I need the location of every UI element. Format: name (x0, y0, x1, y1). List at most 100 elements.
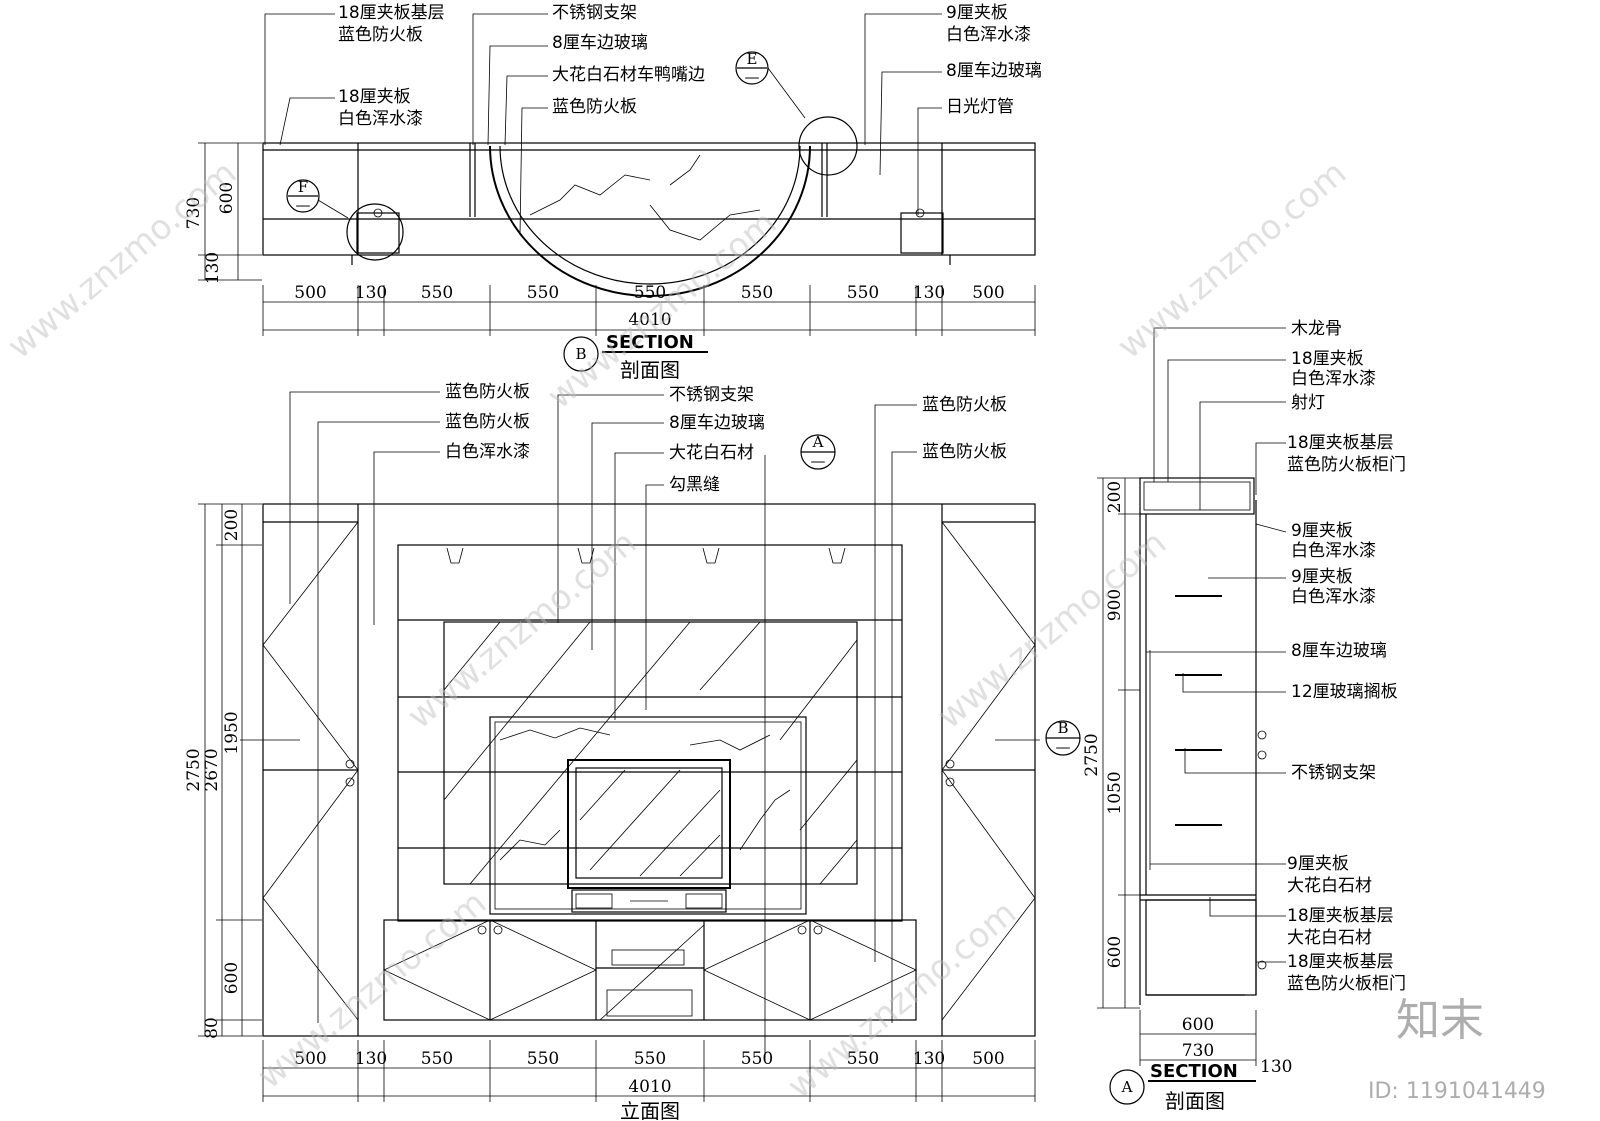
side-label-s1: 木龙骨 (1291, 319, 1342, 339)
side-dim-h600: 600 (1182, 1015, 1214, 1035)
plan-label-r1a: 9厘夹板 (946, 3, 1008, 23)
side-label-s8: 12厘玻璃搁板 (1291, 682, 1398, 702)
elev-dim-80: 80 (202, 1017, 222, 1039)
tv-base (571, 889, 727, 913)
tv-hatch-3 (639, 789, 721, 877)
marker-f-leader (317, 199, 349, 219)
plan-dim-600: 600 (217, 182, 237, 214)
elev-dim-seg-label-8: 500 (972, 1049, 1004, 1069)
side-top-box-inner (1143, 481, 1251, 511)
elev-label-d: 不锈钢支架 (669, 385, 754, 405)
cab-diamond-2 (489, 919, 597, 1021)
elev-label-f: 大花白石材 (669, 443, 754, 463)
elev-label-i: 蓝色防火板 (922, 442, 1007, 462)
glass-hatch-3 (469, 621, 691, 885)
watermark-id: ID: 1191041449 (1368, 1079, 1546, 1104)
tv-speaker-right (685, 893, 723, 909)
side-label-s5a: 9厘夹板 (1291, 521, 1353, 541)
elev-right-diamond-bot (941, 769, 1036, 1021)
watermark-text-7: www.znzmo.com (780, 893, 1024, 1107)
detail-circle-e (798, 116, 858, 176)
section-a-circle (1109, 1069, 1145, 1105)
side-dim-h130: 130 (1260, 1057, 1292, 1077)
spotlight-4 (828, 547, 846, 564)
plan-label-r1b: 白色浑水漆 (946, 25, 1031, 45)
cab-diamond-1 (383, 919, 491, 1021)
elevation-view: B — A — 蓝色防火板 蓝色防火板 白色浑水漆 不锈钢支架 8厘车边玻璃 大… (184, 382, 1081, 1121)
knob-3 (945, 759, 955, 769)
tv-hatch-2 (589, 769, 681, 871)
side-section-view: 木龙骨 18厘夹板 白色浑水漆 射灯 18厘夹板基层 蓝色防火板柜门 9厘夹板 … (1082, 319, 1406, 1113)
marker-b-letter: B (1057, 719, 1068, 737)
marble-vein-e4 (689, 734, 771, 751)
side-label-s6a: 9厘夹板 (1291, 567, 1353, 587)
side-label-s2b: 白色浑水漆 (1291, 369, 1376, 389)
side-dim-900: 900 (1105, 589, 1125, 621)
elev-label-a: 蓝色防火板 (445, 382, 530, 402)
av-device-1 (611, 949, 685, 966)
tv-speaker-left (575, 893, 613, 909)
cab-glass-hatch (599, 924, 705, 1021)
tv-hatch-1 (579, 769, 626, 821)
marble-panel-inner (494, 721, 802, 910)
side-leader-8 (1182, 673, 1286, 693)
elev-dim-2670: 2670 (202, 748, 222, 791)
knob-4 (945, 777, 955, 787)
side-leader-3 (1199, 401, 1286, 510)
side-label-s11a: 18厘夹板基层 (1287, 906, 1394, 926)
plan-dim-seg-label-5: 550 (741, 283, 773, 303)
plan-dim-seg-label-8: 500 (972, 283, 1004, 303)
side-lower-cabinet (1145, 899, 1257, 996)
marble-panel (489, 716, 807, 915)
elev-dim-seg-label-0: 500 (294, 1049, 326, 1069)
marble-vein-e1 (499, 727, 611, 741)
section-b-title: 剖面图 (620, 358, 680, 382)
side-label-s5b: 白色浑水漆 (1291, 541, 1376, 561)
plan-semicircle-inner (499, 145, 801, 285)
plan-dim-seg-label-1: 130 (355, 283, 387, 303)
elev-label-h: 蓝色防火板 (922, 395, 1007, 415)
cab-knob-4 (813, 925, 823, 935)
side-knob-1 (1257, 730, 1267, 740)
side-label-s10b: 大花白石材 (1287, 876, 1372, 896)
plan-lamp-right (900, 212, 944, 254)
plan-label-l2: 不锈钢支架 (552, 3, 637, 23)
plan-label-l1a: 18厘夹板基层 (338, 3, 445, 23)
side-label-s11b: 大花白石材 (1287, 928, 1372, 948)
elev-outline (262, 503, 1036, 1037)
plan-outline (262, 142, 1036, 256)
plan-dim-seg-label-6: 550 (847, 283, 879, 303)
lamp-symbol-right (915, 208, 925, 218)
side-dim-200: 200 (1105, 481, 1125, 513)
side-label-s4a: 18厘夹板基层 (1287, 433, 1394, 453)
side-knob-2 (1257, 750, 1267, 760)
leader-l6 (279, 97, 335, 146)
plan-label-l5: 蓝色防火板 (552, 97, 637, 117)
elev-dim-seg-label-7: 130 (913, 1049, 945, 1069)
marker-f-letter: F (298, 178, 308, 196)
spotlight-3 (702, 547, 720, 564)
leader-l2 (472, 13, 548, 145)
marker-e-letter: E (747, 50, 758, 68)
side-top-box (1139, 477, 1255, 515)
side-leader-9 (1184, 748, 1286, 774)
side-label-s6b: 白色浑水漆 (1291, 587, 1376, 607)
cab-diamond-4 (809, 919, 917, 1021)
elev-leader-c (373, 451, 440, 625)
plan-dim-seg-label-7: 130 (913, 283, 945, 303)
plan-label-l6b: 白色浑水漆 (338, 109, 423, 129)
elev-right-diamond-top (941, 521, 1036, 771)
elev-left-diamond-bot (262, 769, 359, 1021)
elev-dim-total: 4010 (628, 1077, 671, 1097)
marker-f-dash: — (296, 196, 311, 214)
av-device-2 (606, 989, 693, 1017)
leader-l3 (487, 45, 548, 146)
marble-vein-3 (669, 154, 701, 186)
section-a-title: 剖面图 (1165, 1089, 1225, 1113)
plan-semicircle-outer (489, 145, 811, 297)
glass-panel (443, 621, 858, 885)
section-a-word: SECTION (1150, 1061, 1238, 1082)
marble-vein-e2 (499, 829, 561, 861)
marker-f-circle (286, 179, 320, 213)
